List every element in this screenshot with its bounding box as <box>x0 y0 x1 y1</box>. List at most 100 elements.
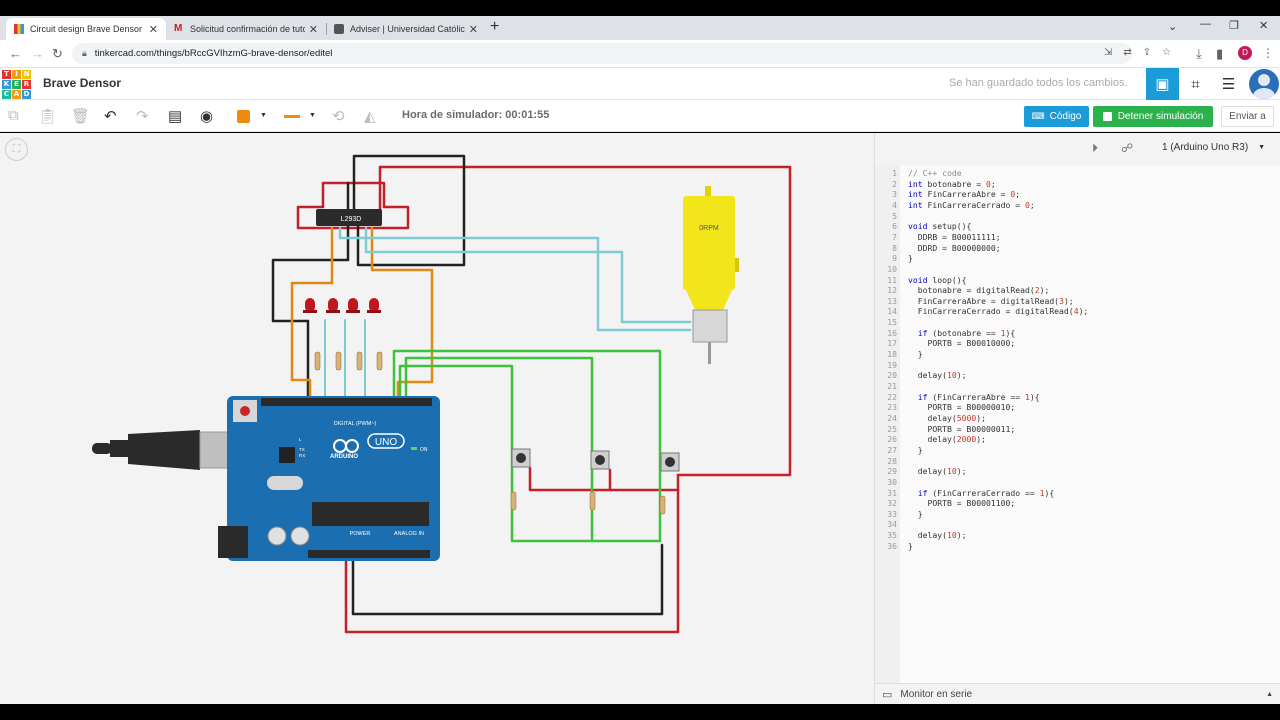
upload-run-icon[interactable]: ⏵ <box>1092 141 1099 155</box>
pushbutton-1 <box>511 448 531 468</box>
close-window-icon[interactable]: ✕ <box>1259 20 1269 32</box>
code-label: Código <box>1049 111 1082 122</box>
wire-dropdown-icon[interactable]: ▼ <box>309 112 316 119</box>
browser-menu-icon[interactable]: ⋮ <box>1262 46 1274 60</box>
line-number: 28 <box>887 455 897 466</box>
translate-icon[interactable]: ⇄ <box>1123 47 1132 58</box>
browser-address-row: ← → ↻ 🔒︎ tinkercad.com/things/bRccGVIhzm… <box>0 40 1280 68</box>
serial-monitor-bar[interactable]: ▭ Monitor en serie ▲ <box>875 683 1280 704</box>
flip-icon[interactable]: ◭ <box>364 108 376 125</box>
delete-icon[interactable]: 🗑︎ <box>71 108 91 125</box>
reload-icon[interactable]: ↻ <box>52 46 63 61</box>
device-select[interactable]: 1 (Arduino Uno R3) ▼ <box>1151 136 1273 158</box>
digital-header-label: DIGITAL (PWM~) <box>334 421 377 427</box>
code-text: PORTB = B00000010; <box>908 402 1016 413</box>
project-name[interactable]: Brave Densor <box>43 76 122 90</box>
line-number: 10 <box>887 263 897 274</box>
line-number: 7 <box>892 231 897 242</box>
code-text: void loop(){ <box>908 274 967 285</box>
resistor-led-1 <box>314 351 321 371</box>
line-number: 35 <box>887 530 897 541</box>
circuit-view-button[interactable]: ▣ <box>1146 68 1179 100</box>
color-picker-swatch[interactable] <box>237 110 250 123</box>
line-number: 22 <box>887 391 897 402</box>
wire-black-ic-top <box>352 154 466 267</box>
close-tab-icon[interactable]: ✕ <box>148 23 158 36</box>
pushbutton-3 <box>660 452 680 472</box>
stop-label: Detener simulación <box>1117 111 1204 122</box>
wire-teal-motor-1 <box>338 226 692 332</box>
led-2 <box>326 298 340 313</box>
line-number: 6 <box>892 221 897 232</box>
wire-type-swatch[interactable] <box>284 115 300 118</box>
lock-icon: 🔒︎ <box>82 48 87 58</box>
code-text: } <box>908 540 913 551</box>
forward-icon[interactable]: → <box>31 46 44 61</box>
downloads-icon[interactable]: ⤓ <box>1196 46 1202 61</box>
led-3 <box>346 298 360 313</box>
profile-avatar[interactable]: D <box>1238 46 1252 60</box>
undo-icon[interactable]: ↶ <box>104 108 117 125</box>
line-number: 34 <box>887 519 897 530</box>
wire-green-btn3 <box>392 349 662 543</box>
component-list-button[interactable]: ☰ <box>1212 68 1245 100</box>
back-icon[interactable]: ← <box>9 46 22 61</box>
bookmark-star-icon[interactable]: ☆ <box>1162 47 1172 58</box>
table-icon: ☰ <box>1221 76 1236 93</box>
close-tab-icon[interactable]: ✕ <box>308 23 318 36</box>
wire-orange-2 <box>370 226 434 404</box>
schematic-icon: ⌗ <box>1191 75 1200 93</box>
logo-letter: N <box>22 70 31 79</box>
resistors <box>314 351 666 515</box>
logo-letter: E <box>12 80 21 89</box>
stop-simulation-button[interactable]: Detener simulación <box>1093 106 1213 127</box>
chevron-up-icon[interactable]: ▲ <box>1266 690 1273 698</box>
logo-letter: D <box>22 90 31 99</box>
close-tab-icon[interactable]: ✕ <box>468 23 478 36</box>
wire-green-btn1 <box>398 364 662 543</box>
user-avatar[interactable] <box>1249 69 1279 99</box>
bottom-letterbox <box>0 704 1280 720</box>
line-number: 17 <box>887 338 897 349</box>
install-app-icon[interactable]: ⇲ <box>1104 47 1113 58</box>
debugger-icon[interactable]: ☍ <box>1121 141 1134 155</box>
side-panel-icon[interactable]: ▮ <box>1216 46 1224 61</box>
code-text: DDRD = B00000000; <box>908 242 1001 253</box>
tab-search-icon[interactable]: ⌄ <box>1168 21 1178 33</box>
simulation-time: Hora de simulador: 00:01:55 <box>402 109 550 121</box>
browser-tab-tinkercad[interactable]: Circuit design Brave Densor | Tin ✕ <box>6 18 166 40</box>
serial-monitor-icon: ▭ <box>882 688 893 701</box>
code-icon: ⌨ <box>1031 111 1045 121</box>
rotate-icon[interactable]: ⟲ <box>332 108 345 125</box>
browser-tab-adviser[interactable]: Adviser | Universidad Católica de ✕ <box>326 18 486 40</box>
copy-icon[interactable]: ⧉ <box>8 107 19 124</box>
restore-icon[interactable]: ❐ <box>1229 20 1239 32</box>
stop-icon <box>1102 112 1112 121</box>
address-bar[interactable]: 🔒︎ tinkercad.com/things/bRccGVIhzmG-brav… <box>72 43 1132 64</box>
code-panel-header: ⏵ ☍ 1 (Arduino Uno R3) ▼ <box>875 133 1280 163</box>
color-dropdown-icon[interactable]: ▼ <box>260 112 267 119</box>
paste-icon[interactable]: 📋︎ <box>38 108 58 125</box>
toggle-notes-icon[interactable]: ◉ <box>200 108 214 125</box>
minimize-icon[interactable]: — <box>1200 18 1211 30</box>
line-number: 20 <box>887 370 897 381</box>
share-icon[interactable]: ⇪ <box>1142 47 1152 58</box>
led-1 <box>303 298 317 313</box>
wire-teal-motor-2 <box>364 226 692 324</box>
browser-tab-gmail[interactable]: M Solicitud confirmación de tutoría ✕ <box>166 18 326 40</box>
schematic-view-button[interactable]: ⌗ <box>1179 68 1212 100</box>
logo-letter: T <box>2 70 11 79</box>
circuit-canvas[interactable]: L293D <box>0 133 874 704</box>
url-text: tinkercad.com/things/bRccGVIhzmG-brave-d… <box>94 48 333 59</box>
zoom-to-fit-button[interactable]: ⛶ <box>5 138 28 161</box>
new-tab-icon[interactable]: + <box>490 18 500 35</box>
line-number: 30 <box>887 476 897 487</box>
tab-title: Solicitud confirmación de tutoría <box>190 24 305 34</box>
circuit-drawing[interactable]: L293D <box>0 133 874 704</box>
code-button[interactable]: ⌨ Código <box>1024 106 1089 127</box>
notes-icon[interactable]: ▤ <box>168 108 183 125</box>
redo-icon[interactable]: ↷ <box>136 108 149 125</box>
send-to-button[interactable]: Enviar a <box>1221 106 1274 127</box>
